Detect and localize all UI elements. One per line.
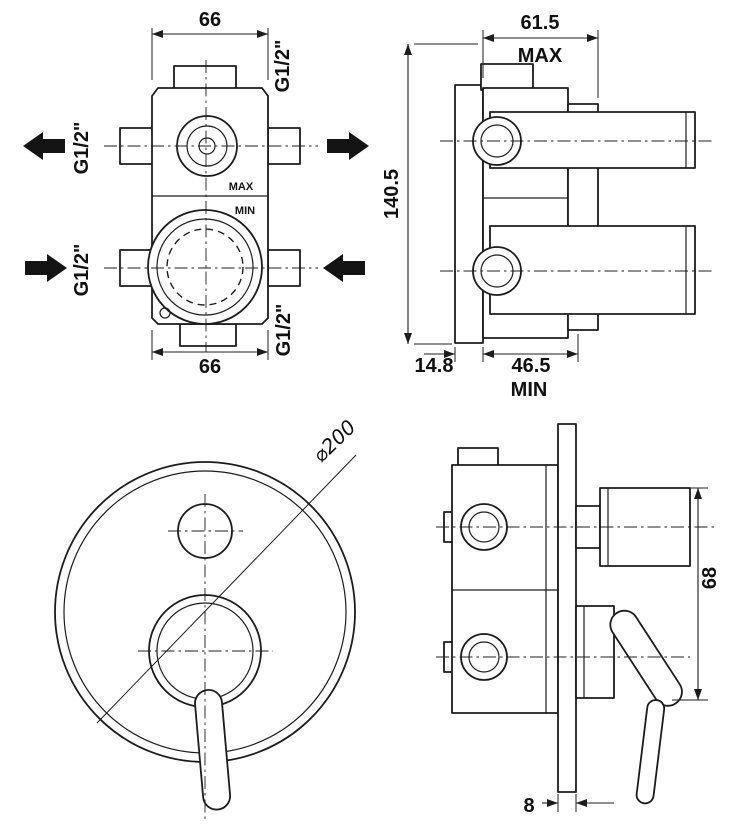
dimension-handle-height: 68: [660, 487, 721, 701]
handle-lever-upper: [609, 609, 683, 707]
thread-label-left-inlet: G1/2": [71, 244, 93, 297]
handle-lever-front: [194, 689, 232, 811]
dimension-plate-thickness: 8: [523, 794, 614, 817]
dim-depth-max-value: 61.5: [521, 12, 560, 34]
wall-plate-side: [454, 84, 484, 344]
valve-body-trim-side: [451, 464, 559, 714]
dim-depth-min-value: 46.5: [512, 355, 551, 377]
view-side-rough-in: 61.5 MAX 140.5 14.8 46.5 MIN: [381, 12, 712, 401]
handle-lever-lower: [635, 699, 666, 805]
trim-plate-side: [557, 423, 577, 793]
top-stub-trim-side: [457, 447, 499, 467]
flow-arrow-out-right: [327, 132, 369, 160]
dimension-depth-max: 61.5 MAX: [482, 12, 599, 98]
handle-base-side: [575, 605, 615, 699]
top-pipe: [489, 111, 696, 169]
dim-plate-thickness-value: 8: [523, 795, 534, 817]
thread-label-top: G1/2": [272, 40, 294, 93]
dimension-top-width: 66: [151, 9, 269, 80]
flow-arrow-out-left: [23, 132, 65, 160]
bottom-pipe: [489, 225, 696, 315]
dimension-height: 140.5: [381, 43, 478, 345]
flow-arrow-in-right: [323, 254, 365, 282]
dim-top-width-value: 66: [199, 9, 221, 31]
view-front-rough-in: MAX MIN 66 66 G1/2" G1/2" G1/2" G1/2": [23, 9, 369, 378]
view-front-trim: ⌀200: [54, 415, 361, 820]
cartridge-circle: [147, 209, 263, 325]
screw-detail: [159, 307, 171, 319]
dimension-depth-bottom: 14.8 46.5 MIN: [415, 334, 579, 401]
cartridge-min-label: MIN: [235, 205, 255, 217]
dim-wall-thickness-value: 14.8: [415, 355, 454, 377]
dim-handle-height-value: 68: [699, 567, 721, 589]
dim-height-value: 140.5: [381, 169, 403, 219]
thread-label-left-outlet: G1/2": [71, 122, 93, 175]
cartridge-max-label: MAX: [229, 181, 254, 193]
dim-depth-min-qualifier: MIN: [511, 379, 548, 401]
flow-arrow-in-left: [25, 254, 67, 282]
left-outlet-stub: [119, 127, 155, 165]
top-port-stub: [173, 65, 237, 91]
top-stub-side: [480, 63, 534, 91]
bottom-port-stub: [179, 323, 237, 347]
view-side-trim: 68 8: [436, 423, 721, 817]
thread-label-bottom: G1/2": [273, 304, 295, 357]
dimension-bottom-width: 66: [151, 330, 269, 378]
dim-depth-max-qualifier: MAX: [518, 45, 563, 67]
dim-bottom-width-value: 66: [199, 356, 221, 378]
